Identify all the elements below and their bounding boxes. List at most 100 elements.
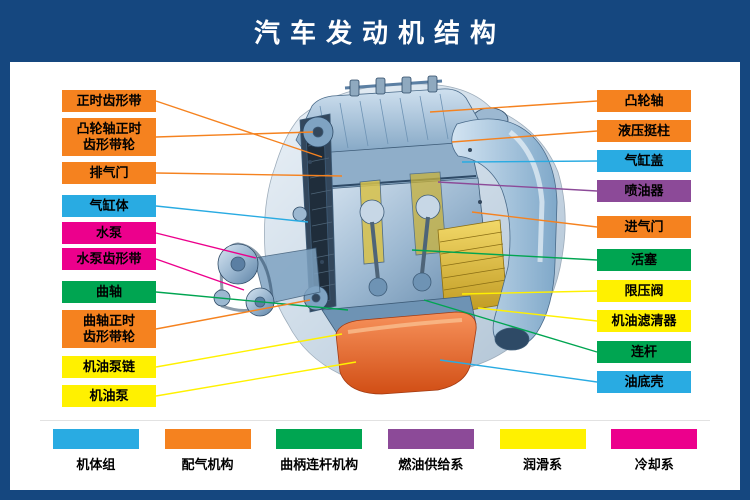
label-pressure-limiting-valve: 限压阀 — [597, 280, 691, 302]
piston-shape — [415, 194, 441, 220]
legend-swatch — [499, 429, 586, 449]
connector-hydraulic-tappet — [451, 130, 598, 143]
water-pump-hub — [230, 256, 246, 272]
label-hydraulic-tappet: 液压挺柱 — [597, 120, 691, 142]
label-text: 水泵齿形带 — [76, 251, 142, 266]
label-timing-belt: 正时齿形带 — [62, 90, 156, 112]
label-text: 喷油器 — [624, 183, 664, 198]
legend-valve-train: 配气机构 — [152, 429, 264, 473]
fuel-rail — [344, 79, 443, 90]
crank-journal — [412, 272, 432, 292]
label-text: 正时齿形带 — [76, 93, 142, 108]
label-text: 进气门 — [624, 219, 664, 234]
label-intake-valve: 进气门 — [597, 216, 691, 238]
connector-cylinder-block — [155, 205, 309, 223]
connecting-rod-shape — [370, 216, 430, 281]
legend-fuel-supply-system: 燃油供给系 — [375, 429, 487, 473]
label-text: 机油滤清器 — [611, 313, 677, 328]
label-crankshaft: 曲轴 — [62, 281, 156, 303]
label-text: 油底壳 — [624, 374, 664, 389]
label-text: 连杆 — [630, 344, 657, 359]
legend-label: 润滑系 — [523, 457, 563, 472]
legend-label: 配气机构 — [181, 457, 234, 472]
legend-swatch — [611, 429, 698, 449]
legend-label: 曲柄连杆机构 — [280, 457, 359, 472]
connector-crankshaft — [155, 291, 349, 311]
connector-water-pump-belt — [155, 258, 245, 291]
connector-crank-pulley — [155, 299, 311, 330]
connector-intake-valve — [471, 211, 598, 228]
legend: 机体组 配气机构 曲柄连杆机构 燃油供给系 润滑系 冷却系 — [40, 420, 710, 473]
label-water-pump: 水泵 — [62, 222, 156, 244]
connector-pressure-valve — [461, 290, 598, 295]
legend-label: 冷却系 — [634, 457, 674, 472]
label-text: 机油泵 — [89, 388, 129, 403]
label-cylinder-head: 气缸盖 — [597, 150, 691, 172]
connector-camshaft-pulley — [155, 131, 314, 138]
legend-label: 机体组 — [76, 457, 116, 472]
label-fuel-injector: 喷油器 — [597, 180, 691, 202]
connector-oil-pan — [439, 359, 598, 383]
legend-cooling-system: 冷却系 — [598, 429, 710, 473]
camshaft-pulley-hub — [312, 126, 324, 138]
connector-oil-filter — [477, 307, 598, 322]
label-camshaft: 凸轮轴 — [597, 90, 691, 112]
label-cylinder-block: 气缸体 — [62, 195, 156, 217]
engine-illustration — [155, 75, 598, 397]
label-text: 排气门 — [89, 165, 129, 180]
tensioner-pulley — [292, 206, 308, 222]
label-text: 活塞 — [630, 252, 657, 267]
label-text: 液压挺柱 — [617, 123, 670, 138]
label-piston: 活塞 — [597, 249, 691, 271]
connector-lines — [155, 100, 598, 397]
page-title: 汽车发动机结构 — [253, 17, 506, 48]
label-text: 凸轮轴 — [624, 93, 664, 108]
connector-fuel-injector — [437, 181, 598, 192]
valve-cover — [295, 88, 483, 159]
label-water-pump-belt: 水泵齿形带 — [62, 248, 156, 270]
label-text: 齿形带轮 — [82, 329, 135, 344]
label-oil-pan: 油底壳 — [597, 371, 691, 393]
connector-piston — [411, 249, 598, 261]
connector-connecting-rod — [423, 299, 598, 353]
label-text: 曲轴正时 — [82, 313, 135, 328]
legend-swatch — [387, 429, 474, 449]
label-camshaft-timing-pulley: 凸轮轴正时齿形带轮 — [62, 118, 156, 156]
connector-camshaft — [429, 100, 598, 113]
bolts — [308, 148, 482, 264]
legend-engine-body-group: 机体组 — [40, 429, 152, 473]
connector-timing-belt — [155, 100, 323, 158]
connector-oil-pump-chain — [155, 333, 343, 368]
engine-body-group — [213, 75, 566, 395]
piston-shape — [359, 199, 385, 225]
legend-swatch — [164, 429, 251, 449]
oil-pan-shape — [335, 311, 477, 395]
label-text: 曲轴 — [95, 284, 122, 299]
connector-cylinder-head — [461, 160, 598, 163]
label-text: 气缸盖 — [624, 153, 664, 168]
label-crankshaft-timing-pulley: 曲轴正时齿形带轮 — [62, 310, 156, 348]
label-oil-pump: 机油泵 — [62, 385, 156, 407]
crank-pulley-hub — [311, 293, 321, 303]
label-text: 限压阀 — [624, 283, 664, 298]
connector-oil-pump — [155, 361, 357, 397]
label-text: 水泵 — [95, 225, 122, 240]
legend-crank-rod-mechanism: 曲柄连杆机构 — [263, 429, 375, 473]
head-gasket-line — [307, 175, 477, 189]
legend-lubrication-system: 润滑系 — [487, 429, 599, 473]
connector-water-pump — [155, 232, 257, 259]
injectors — [349, 75, 438, 97]
label-exhaust-valve: 排气门 — [62, 162, 156, 184]
connector-exhaust-valve — [155, 172, 343, 177]
legend-swatch — [52, 429, 139, 449]
label-oil-pump-chain: 机油泵链 — [62, 356, 156, 378]
label-text: 机油泵链 — [82, 359, 135, 374]
label-oil-filter: 机油滤清器 — [597, 310, 691, 332]
label-text: 齿形带轮 — [82, 137, 135, 152]
label-text: 凸轮轴正时 — [76, 121, 142, 136]
content-panel: 正时齿形带 凸轮轴正时齿形带轮 排气门 气缸体 水泵 水泵齿形带 曲轴 曲轴正时… — [10, 62, 740, 490]
crank-journal — [368, 277, 388, 297]
label-connecting-rod: 连杆 — [597, 341, 691, 363]
label-text: 气缸体 — [89, 198, 129, 213]
